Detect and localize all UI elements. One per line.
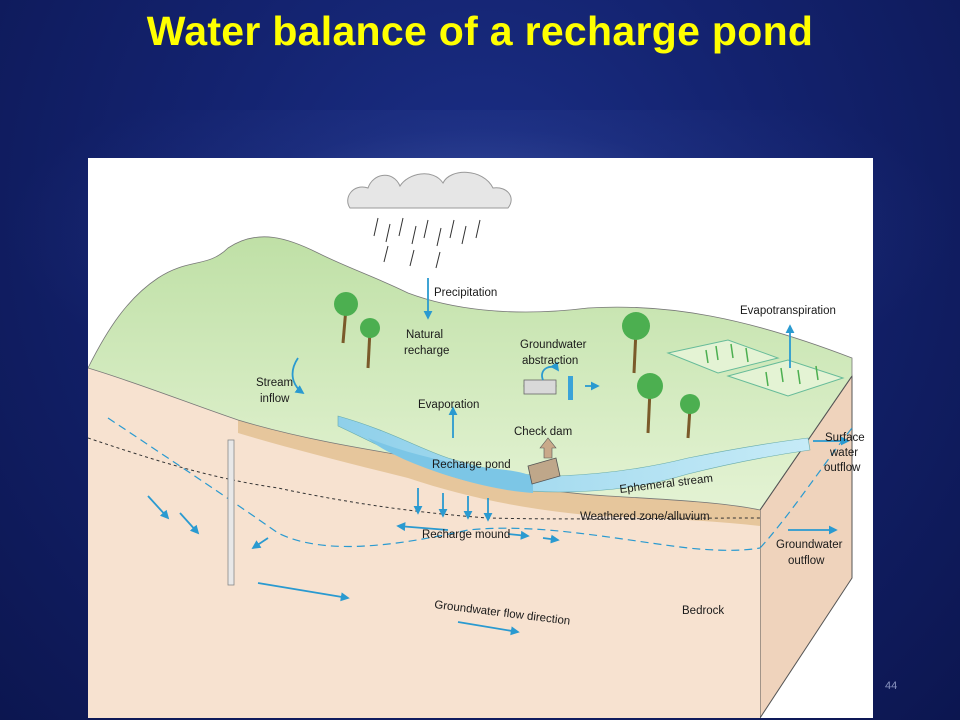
bedrock-front-face [88,368,760,718]
plants-icon [705,343,819,387]
label-evapotranspiration: Evapotranspiration [740,305,836,317]
label-stream-inflow-2: inflow [260,393,290,405]
label-stream-inflow-1: Stream [256,377,293,389]
diagram-panel: Precipitation Natural recharge Groundwat… [88,158,873,718]
label-natural-recharge-1: Natural [406,329,443,341]
flow-arrows [147,278,850,636]
recharge-pond [368,438,533,493]
label-surface-water-outflow-3: outflow [824,462,861,474]
label-precipitation: Precipitation [434,287,497,299]
recharge-pond-diagram: Precipitation Natural recharge Groundwat… [88,171,865,718]
label-groundwater-outflow-1: Groundwater [776,539,843,551]
rain-icon [373,217,481,269]
label-groundwater-abstraction-2: abstraction [522,355,578,367]
label-surface-water-outflow-2: water [829,447,858,459]
label-check-dam: Check dam [514,426,572,438]
label-evaporation: Evaporation [418,399,479,411]
label-recharge-mound: Recharge mound [422,529,510,541]
label-weathered-zone: Weathered zone/alluvium [580,511,710,523]
label-groundwater-abstraction-1: Groundwater [520,339,587,351]
label-groundwater-outflow-2: outflow [788,555,825,567]
water-table-line [107,417,761,551]
palm-tree-icon [334,292,700,439]
label-surface-water-outflow-1: Surface [825,432,865,444]
cloud-icon [347,171,512,209]
land-surface [88,236,853,511]
label-recharge-pond: Recharge pond [432,459,511,471]
well-casing [227,439,235,586]
alluvium-layer [238,420,760,526]
page-number: 44 [885,680,898,692]
label-bedrock: Bedrock [682,605,724,617]
check-dam [527,457,561,485]
slide-title: Water balance of a recharge pond [146,8,814,54]
label-natural-recharge-2: recharge [404,345,449,357]
